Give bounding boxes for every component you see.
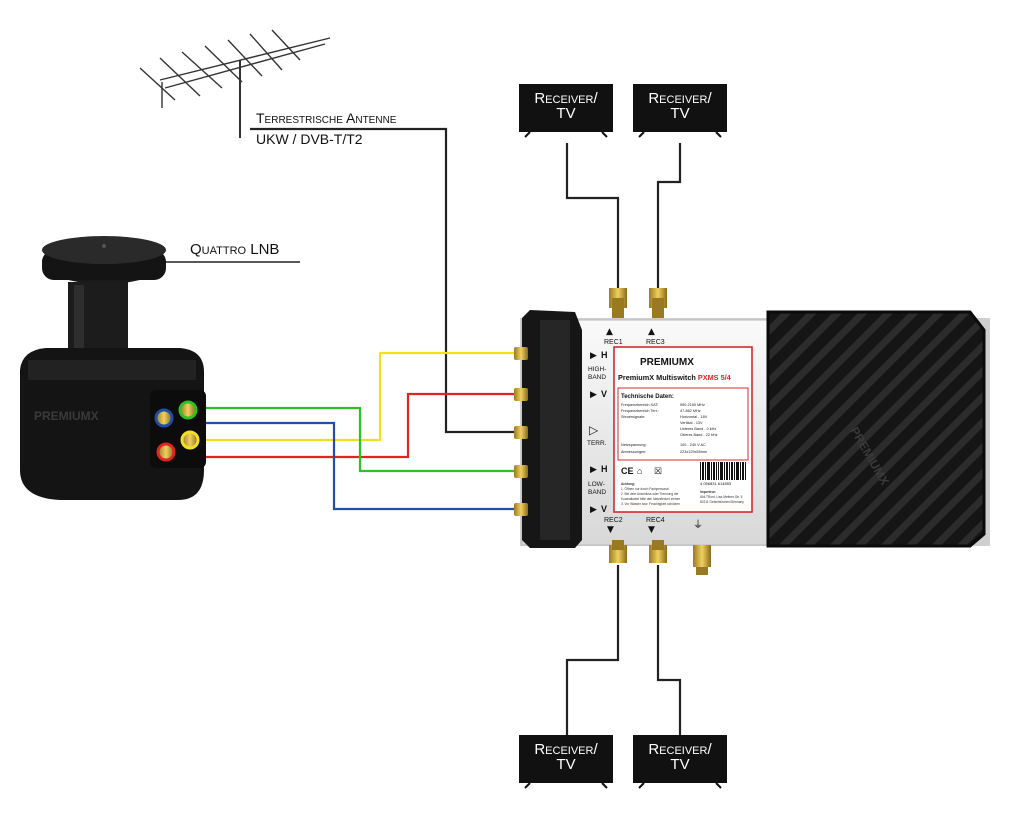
label-notes: Achtung: 1. Öffnen nur durch Fachpersona… [621,482,744,506]
cables [165,127,682,735]
top-output-ports [609,288,667,318]
svg-text:TV: TV [670,105,689,122]
bottom-output-ports [609,540,711,575]
cable-blue [182,421,520,511]
terrestrial-antenna-icon [139,29,331,138]
svg-text:Vertikal - 13V: Vertikal - 13V [680,421,703,425]
svg-text:950-2150 MHz: 950-2150 MHz [680,403,705,407]
svg-text:H: H [601,464,608,474]
multiswitch: PREMIUMX ▲ REC1 ▲ REC3 REC2 ▼ REC4 ▼ ⏚ [514,288,990,575]
svg-text:3. Vor Wasser bzw. Feuchtigkei: 3. Vor Wasser bzw. Feuchtigkeit schützen [621,502,680,506]
svg-text:ANLTRont, Lise-Meitner-Str. 5: ANLTRont, Lise-Meitner-Str. 5 [700,495,743,499]
svg-text:223x129x55mm: 223x129x55mm [680,450,707,454]
svg-text:1. Öffnen nur durch Fachperson: 1. Öffnen nur durch Fachpersonal [621,487,669,491]
svg-text:V: V [601,389,607,399]
svg-text:⏚: ⏚ [693,519,703,531]
cable-green [200,406,520,473]
svg-text:Horizontal - 18V: Horizontal - 18V [680,415,708,419]
svg-text:Frequenzbereich Terr.:: Frequenzbereich Terr.: [621,409,659,413]
tech-rows: Frequenzbereich SAT: 950-2150 MHz Frequen… [621,403,718,454]
receiver-tv-1: Receiver/ TV [519,84,613,138]
svg-text:H: H [601,350,608,360]
cable-red [188,392,520,459]
svg-text:Receiver/: Receiver/ [648,741,712,758]
receiver-tv-3: Receiver/ TV [633,84,727,138]
cable-yellow [188,351,520,442]
svg-text:LOW-: LOW- [588,481,605,488]
cable-terrestrial [250,127,520,434]
svg-text:▼: ▼ [607,525,614,535]
receiver-tv-2: Receiver/ TV [519,735,613,789]
lnb-title: Quattro LNB [190,241,279,258]
svg-text:▲: ▲ [606,327,613,337]
svg-text:☒: ☒ [654,466,662,476]
antenna-title: Terrestrische Antenne [256,110,397,126]
rec2-label: REC2 [604,517,623,524]
rec1-label: REC1 [604,339,623,346]
svg-text:TERR.: TERR. [587,440,607,447]
svg-text:⌂: ⌂ [637,466,642,476]
svg-text:BAND: BAND [588,374,606,381]
svg-text:▶: ▶ [590,464,597,474]
svg-text:▼: ▼ [648,525,655,535]
antenna-label: Terrestrische Antenne UKW / DVB-T/T2 [256,110,397,147]
svg-text:HIGH-: HIGH- [588,366,606,373]
rec4-label: REC4 [646,517,665,524]
svg-text:100 - 240 V AC: 100 - 240 V AC [680,443,706,447]
input-labels: ▶ H HIGH- BAND ▶ V ▷ TERR. ▶ H LOW- BAND… [587,350,608,514]
barcode [700,462,746,480]
svg-text:TV: TV [556,756,575,773]
svg-text:TV: TV [670,756,689,773]
svg-text:47-862 MHz: 47-862 MHz [680,409,701,413]
cable-rec2 [565,565,620,735]
label-model: PremiumX Multiswitch PXMS 5/4 [618,373,732,382]
svg-text:2. Bei dem Anschluss oder Tren: 2. Bei dem Anschluss oder Trennung der [621,492,680,496]
cable-rec4 [656,565,682,735]
svg-text:CE: CE [621,466,634,476]
svg-text:Oberes Band - 22 kHz: Oberes Band - 22 kHz [680,433,718,437]
svg-text:▶: ▶ [590,504,597,514]
svg-text:V: V [601,504,607,514]
svg-text:▷: ▷ [589,423,599,437]
svg-text:▶: ▶ [590,350,597,360]
svg-text:Netzspannung:: Netzspannung: [621,443,647,447]
quattro-lnb: PREMIUMX [20,236,206,500]
antenna-subtitle: UKW / DVB-T/T2 [256,131,363,147]
svg-text:BAND: BAND [588,489,606,496]
svg-text:▶: ▶ [590,389,597,399]
svg-text:Steuersignale:: Steuersignale: [621,415,645,419]
svg-text:Achtung:: Achtung: [621,482,635,486]
label-brand: PREMIUMX [640,357,694,368]
cert-marks: CE ⌂ ☒ [621,466,662,476]
rec3-label: REC3 [646,339,665,346]
lnb-brand: PREMIUMX [34,409,99,423]
svg-text:▲: ▲ [648,327,655,337]
svg-text:82211 Gelsenkirchen/Germany: 82211 Gelsenkirchen/Germany [700,500,744,504]
svg-text:Importeur:: Importeur: [700,490,716,494]
svg-text:Unteres Band - 0 kHz: Unteres Band - 0 kHz [680,427,716,431]
svg-text:Abmessungen:: Abmessungen: [621,450,646,454]
svg-text:Receiver/: Receiver/ [648,90,712,107]
tech-title: Technische Daten: [621,394,674,400]
cable-rec1 [565,143,620,300]
input-ports [514,347,528,516]
barcode-number: 4 056831 614853 [700,481,732,486]
svg-text:TV: TV [556,105,575,122]
product-label [613,346,753,513]
svg-text:Receiver/: Receiver/ [534,90,598,107]
svg-text:Receiver/: Receiver/ [534,741,598,758]
cable-rec3 [656,143,682,300]
receiver-tv-4: Receiver/ TV [633,735,727,789]
svg-text:Frequenzbereich SAT:: Frequenzbereich SAT: [621,403,658,407]
svg-text:Koaxialkabel bitte den Netzste: Koaxialkabel bitte den Netzstecker ziehe… [621,497,680,501]
